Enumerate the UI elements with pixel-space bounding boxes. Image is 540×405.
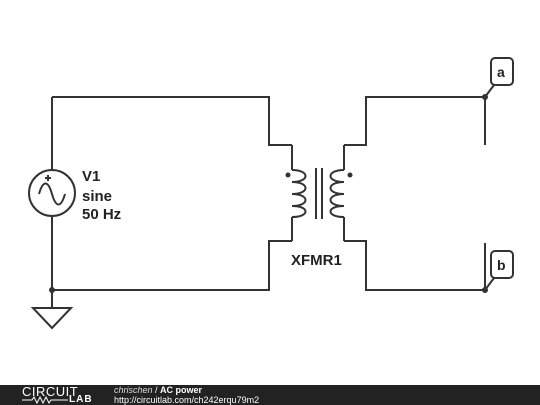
- secondary-wire-bottom: [344, 240, 485, 291]
- transformer-label: XFMR1: [291, 252, 342, 269]
- ground-icon: [30, 307, 74, 330]
- primary-wire-top: [52, 96, 292, 146]
- junction-dot: [49, 287, 55, 293]
- footer-bar: CIRCUIT LAB chrischen / AC power http://…: [0, 384, 540, 405]
- secondary-wire-top: [344, 96, 485, 146]
- terminal-a-pointer: [484, 84, 495, 98]
- circuitlab-logo[interactable]: CIRCUIT LAB: [22, 384, 102, 405]
- terminal-a-label: a: [497, 64, 505, 80]
- source-frequency-label: 50 Hz: [82, 206, 121, 223]
- terminal-b-label: b: [497, 257, 506, 273]
- logo-lab-text: LAB: [69, 394, 93, 405]
- meta-separator: /: [152, 385, 161, 395]
- terminal-a-box: [490, 57, 514, 86]
- terminal-b-box: [490, 250, 514, 279]
- sine-source-icon: [28, 169, 76, 217]
- terminal-b-pointer: [484, 277, 495, 291]
- circuit-url-link[interactable]: http://circuitlab.com/ch242erqu79m2: [114, 395, 260, 405]
- circuit-schematic: V1 sine 50 Hz XFMR1 a b: [28, 57, 514, 330]
- logo-circuit-text: CIRCUIT: [22, 384, 79, 399]
- logo-resistor-icon: [22, 396, 68, 404]
- source-name-label: V1: [82, 168, 100, 185]
- author-link[interactable]: chrischen: [114, 385, 153, 395]
- transformer-icon: [285, 145, 353, 241]
- source-type-label: sine: [82, 188, 112, 205]
- circuit-title[interactable]: AC power: [160, 385, 203, 395]
- circuit-meta: chrischen / AC power: [114, 385, 202, 395]
- primary-wire-bottom: [52, 240, 292, 291]
